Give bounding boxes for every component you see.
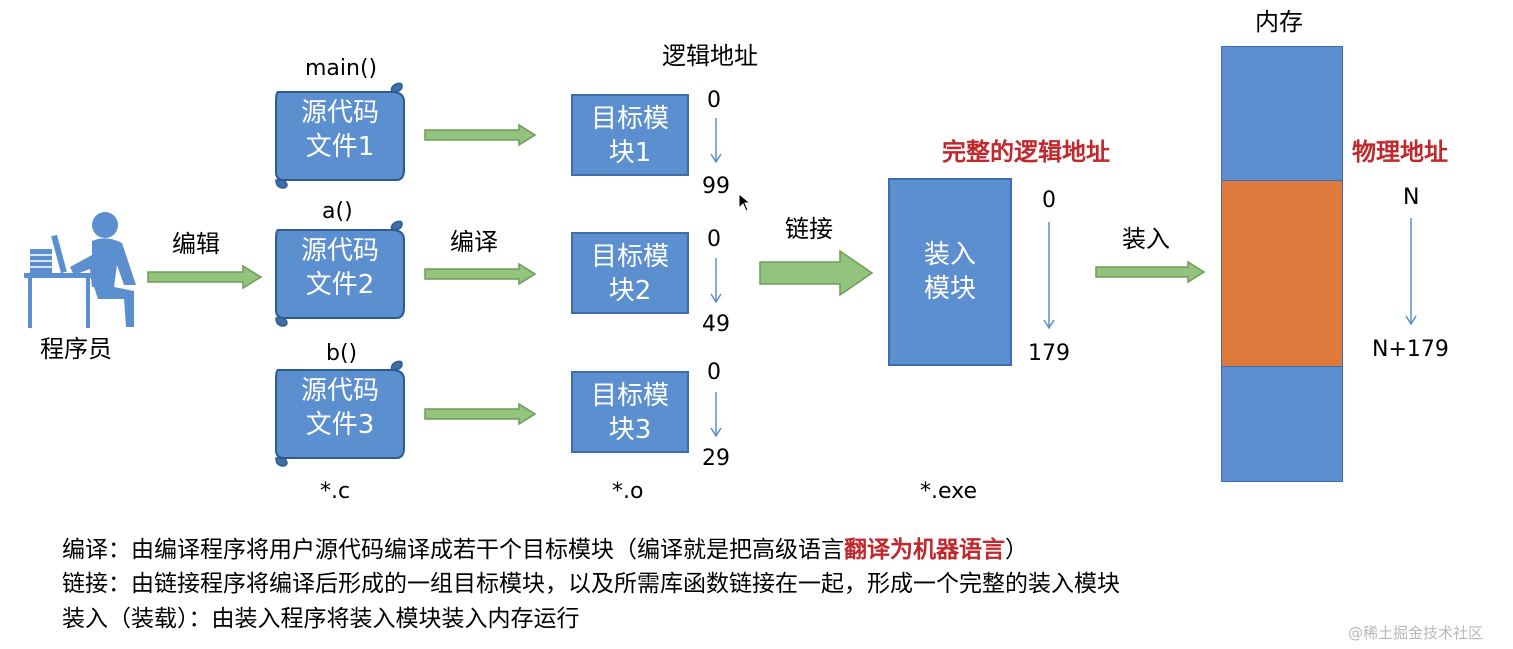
- load-module-end: 179: [1028, 341, 1070, 366]
- note-load: 装入（装载）：由装入程序将装入模块装入内存运行: [62, 606, 580, 632]
- memory-segment-loaded: [1221, 180, 1343, 368]
- func-a: a(): [322, 199, 353, 224]
- note-link: 链接：由链接程序将编译后形成的一组目标模块，以及所需库函数链接在一起，形成一个完…: [62, 571, 1120, 597]
- object-module-2-line1: 目标模: [590, 242, 669, 272]
- object-module-2: 目标模块2: [571, 232, 689, 314]
- object-module-2-line2: 块2: [608, 276, 652, 306]
- compile-label: 编译: [450, 228, 498, 256]
- object-module-3: 目标模块3: [571, 371, 689, 453]
- note-compile-suffix: ）: [1005, 537, 1028, 563]
- module-3-end: 29: [702, 446, 730, 471]
- object-module-3-line1: 目标模: [590, 381, 669, 411]
- func-main: main(): [305, 56, 378, 81]
- source-file-3-line2: 文件3: [305, 410, 375, 440]
- compile-arrow-3: [424, 402, 537, 426]
- load-arrow: [1095, 260, 1206, 284]
- source-file-1-line1: 源代码: [300, 98, 379, 128]
- ext-c: *.c: [320, 479, 351, 504]
- watermark: @稀土掘金技术社区: [1348, 624, 1484, 642]
- programmer-label: 程序员: [40, 335, 112, 363]
- link-label: 链接: [785, 215, 833, 243]
- module-2-range-arrow: [710, 258, 722, 304]
- source-file-2: 源代码文件2: [270, 220, 410, 327]
- edit-label: 编辑: [172, 230, 220, 258]
- module-3-range-arrow: [710, 392, 722, 438]
- load-module: 装入模块: [888, 178, 1012, 366]
- module-2-end: 49: [702, 312, 730, 337]
- ext-o: *.o: [612, 479, 644, 504]
- load-module-line2: 模块: [923, 274, 976, 304]
- object-module-3-line2: 块3: [608, 415, 652, 445]
- source-file-3-line1: 源代码: [300, 376, 379, 406]
- note-compile: 编译：由编译程序将用户源代码编译成若干个目标模块（编译就是把高级语言翻译为机器语…: [62, 535, 1028, 565]
- module-1-start: 0: [707, 88, 721, 113]
- load-module-range-arrow: [1043, 222, 1055, 330]
- complete-logical-address-title: 完整的逻辑地址: [942, 138, 1110, 166]
- note-compile-prefix: 编译：由编译程序将用户源代码编译成若干个目标模块（编译就是把高级语言: [62, 537, 844, 563]
- module-2-start: 0: [707, 227, 721, 252]
- load-module-line1: 装入: [923, 240, 976, 270]
- object-module-1-line2: 块1: [608, 138, 652, 168]
- compile-arrow-1: [424, 123, 537, 147]
- module-1-range-arrow: [710, 118, 722, 164]
- memory-segment-top: [1221, 46, 1343, 182]
- logical-address-title: 逻辑地址: [662, 42, 758, 70]
- mouse-cursor-icon: [738, 192, 752, 212]
- memory-segment-bottom: [1221, 366, 1343, 482]
- source-file-1-line2: 文件1: [305, 132, 375, 162]
- load-label: 装入: [1122, 225, 1170, 253]
- memory-title: 内存: [1255, 8, 1303, 36]
- func-b: b(): [326, 341, 358, 366]
- physical-range-arrow: [1405, 218, 1417, 326]
- module-3-start: 0: [707, 360, 721, 385]
- source-file-2-line1: 源代码: [300, 236, 379, 266]
- source-file-1: 源代码文件1: [270, 82, 410, 189]
- memory-bar: [1221, 46, 1343, 482]
- ext-exe: *.exe: [920, 479, 978, 504]
- source-file-3: 源代码文件3: [270, 360, 410, 467]
- load-module-start: 0: [1042, 188, 1056, 213]
- programmer-icon: [24, 212, 136, 328]
- note-compile-highlight: 翻译为机器语言: [844, 537, 1005, 563]
- link-arrow: [759, 249, 874, 297]
- physical-end: N+179: [1372, 337, 1449, 362]
- physical-start: N: [1403, 185, 1420, 210]
- object-module-1: 目标模块1: [571, 94, 689, 176]
- compile-arrow-2: [424, 262, 537, 286]
- object-module-1-line1: 目标模: [590, 104, 669, 134]
- edit-arrow: [147, 264, 263, 290]
- source-file-2-line2: 文件2: [305, 270, 375, 300]
- module-1-end: 99: [702, 174, 730, 199]
- physical-address-title: 物理地址: [1352, 138, 1448, 166]
